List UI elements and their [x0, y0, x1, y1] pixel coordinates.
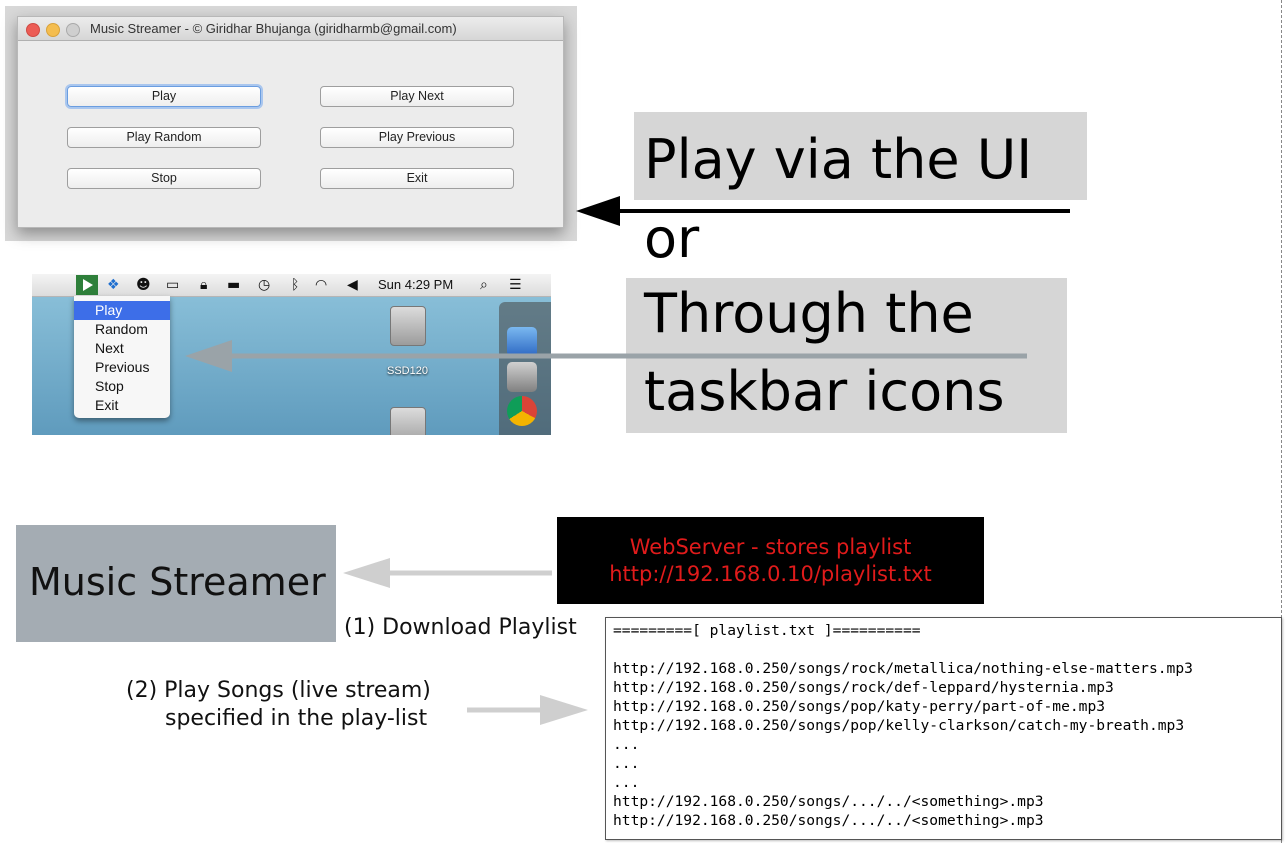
wifi-icon[interactable]: ◠ [315, 277, 328, 293]
play-previous-button[interactable]: Play Previous [320, 127, 514, 148]
menubar-clock[interactable]: Sun 4:29 PM [378, 277, 454, 292]
minimize-window-button[interactable] [46, 23, 60, 37]
music-streamer-window: Music Streamer - © Giridhar Bhujanga (gi… [17, 16, 564, 228]
step-play-label-line1: (2) Play Songs (live stream) [126, 678, 431, 703]
playlist-line: ... [613, 774, 640, 791]
playlist-line: http://192.168.0.250/songs/.../../<somet… [613, 793, 1044, 810]
lock-icon[interactable]: 🔒︎ [200, 277, 208, 293]
spotlight-search-icon[interactable]: ⌕ [480, 277, 488, 293]
play-button[interactable]: Play [67, 86, 261, 107]
hard-drive-icon[interactable] [390, 407, 426, 435]
play-random-button[interactable]: Play Random [67, 127, 261, 148]
ssd-drive-icon[interactable] [390, 306, 426, 346]
playlist-header: =========[ playlist.txt ]========== [613, 622, 921, 639]
ui-callout-text: Play via the UI [644, 128, 1033, 191]
airplay-icon[interactable]: ▭ [166, 277, 180, 293]
playlist-line: http://192.168.0.250/songs/pop/katy-perr… [613, 698, 1106, 715]
chrome-icon[interactable] [507, 396, 537, 426]
menu-item-next[interactable]: Next [95, 340, 124, 356]
taskbar-arrow [185, 340, 1027, 372]
ui-arrow [576, 196, 1070, 226]
menu-item-stop[interactable]: Stop [95, 378, 124, 394]
finder-icon[interactable] [507, 327, 537, 357]
playlist-line: http://192.168.0.250/songs/rock/metallic… [613, 660, 1193, 677]
menu-item-exit[interactable]: Exit [95, 397, 119, 413]
step-play-label-line2: specified in the play-list [165, 706, 428, 731]
ui-callout-bg [634, 112, 1087, 200]
menu-item-previous[interactable]: Previous [95, 359, 150, 375]
step-download-label: (1) Download Playlist [344, 615, 577, 640]
page-border-dashed [1281, 0, 1282, 843]
tray-menu: Play Random Next Previous Stop Exit [74, 296, 170, 418]
exit-button[interactable]: Exit [320, 168, 514, 189]
menubar: ❖ ☻ ▭ 🔒︎ ▬ ◷ ᛒ ◠ ◀︎ Sun 4:29 PM ⌕ ☰ [32, 274, 551, 297]
dock [499, 302, 551, 435]
drive-label: SSD120 [387, 365, 428, 377]
webserver-title: WebServer - stores playlist [629, 535, 912, 559]
notification-center-icon[interactable]: ☰ [509, 277, 522, 293]
battery-icon[interactable]: ▬ [227, 277, 241, 293]
close-window-button[interactable] [26, 23, 40, 37]
music-streamer-tray-icon[interactable] [76, 275, 98, 295]
taskbar-callout-line2: taskbar icons [644, 360, 1005, 423]
monitor-icon[interactable]: ☻ [136, 277, 151, 293]
time-machine-icon[interactable]: ◷ [258, 277, 271, 293]
menu-item-random[interactable]: Random [95, 321, 148, 337]
menu-item-play[interactable]: Play [74, 301, 170, 320]
or-text: or [644, 207, 700, 270]
playlist-line: ... [613, 736, 640, 753]
playlist-file-box: =========[ playlist.txt ]========== http… [605, 617, 1282, 840]
stream-arrow [467, 695, 588, 725]
music-streamer-box: Music Streamer [16, 525, 336, 642]
dropbox-icon[interactable]: ❖ [107, 277, 120, 293]
volume-icon[interactable]: ◀︎ [347, 277, 358, 293]
music-streamer-label: Music Streamer [29, 560, 326, 604]
play-icon [83, 279, 93, 291]
window-titlebar: Music Streamer - © Giridhar Bhujanga (gi… [18, 17, 563, 41]
stop-button[interactable]: Stop [67, 168, 261, 189]
download-arrow [343, 558, 552, 588]
system-preferences-icon[interactable] [507, 362, 537, 392]
webserver-url: http://192.168.0.10/playlist.txt [609, 562, 932, 586]
webserver-box: WebServer - stores playlist http://192.1… [557, 517, 984, 604]
playlist-line: http://192.168.0.250/songs/pop/kelly-cla… [613, 717, 1185, 734]
taskbar-callout-line1: Through the [644, 282, 974, 345]
window-title: Music Streamer - © Giridhar Bhujanga (gi… [90, 21, 457, 36]
playlist-line: http://192.168.0.250/songs/.../../<somet… [613, 812, 1044, 829]
play-next-button[interactable]: Play Next [320, 86, 514, 107]
playlist-line: http://192.168.0.250/songs/rock/def-lepp… [613, 679, 1114, 696]
zoom-window-button[interactable] [66, 23, 80, 37]
playlist-line: ... [613, 755, 640, 772]
bluetooth-icon[interactable]: ᛒ [291, 277, 300, 293]
